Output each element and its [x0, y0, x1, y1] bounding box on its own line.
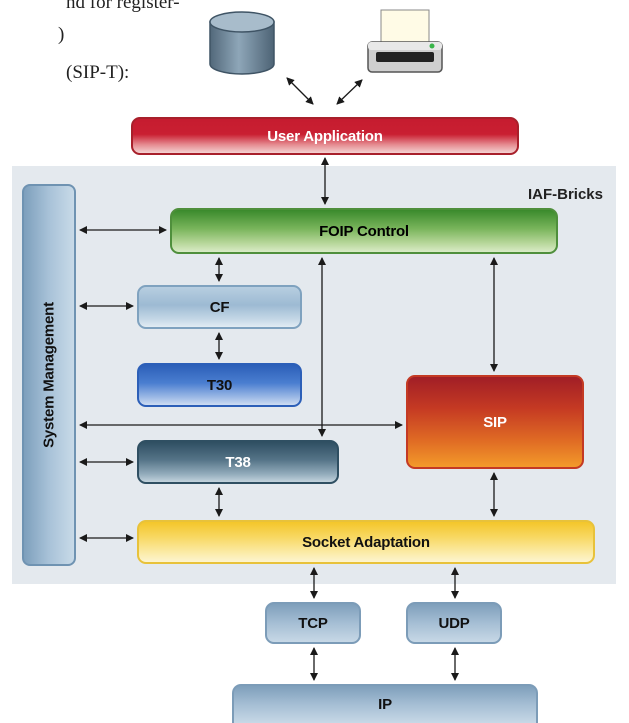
foip-control-label: FOIP Control: [319, 222, 409, 240]
intro-text-line-2: ): [58, 24, 65, 45]
system-management-box: System Management: [22, 184, 76, 566]
cf-box: CF: [137, 285, 302, 329]
foip-control-box: FOIP Control: [170, 208, 558, 254]
user-application-label: User Application: [267, 127, 383, 145]
socket-adaptation-box: Socket Adaptation: [137, 520, 595, 564]
printer-icon: [367, 9, 443, 73]
panel-title: IAF-Bricks: [527, 186, 603, 203]
t38-label: T38: [225, 453, 251, 471]
user-application-box: User Application: [131, 117, 519, 155]
ip-label: IP: [378, 696, 392, 713]
system-management-label: System Management: [40, 302, 58, 448]
cf-label: CF: [209, 298, 230, 316]
t30-label: T30: [206, 376, 233, 394]
socket-adaptation-label: Socket Adaptation: [302, 533, 430, 551]
t30-box: T30: [137, 363, 302, 407]
ip-box: IP: [232, 684, 538, 723]
tcp-box: TCP: [265, 602, 361, 644]
sip-label: SIP: [483, 413, 507, 431]
t38-box: T38: [137, 440, 339, 484]
tcp-label: TCP: [298, 614, 328, 632]
udp-box: UDP: [406, 602, 502, 644]
intro-text-line-1: nd for register-: [66, 0, 180, 13]
intro-text-line-3: (SIP-T):: [66, 62, 130, 83]
udp-label: UDP: [438, 614, 470, 632]
sip-box: SIP: [406, 375, 584, 469]
database-icon: [209, 11, 275, 75]
